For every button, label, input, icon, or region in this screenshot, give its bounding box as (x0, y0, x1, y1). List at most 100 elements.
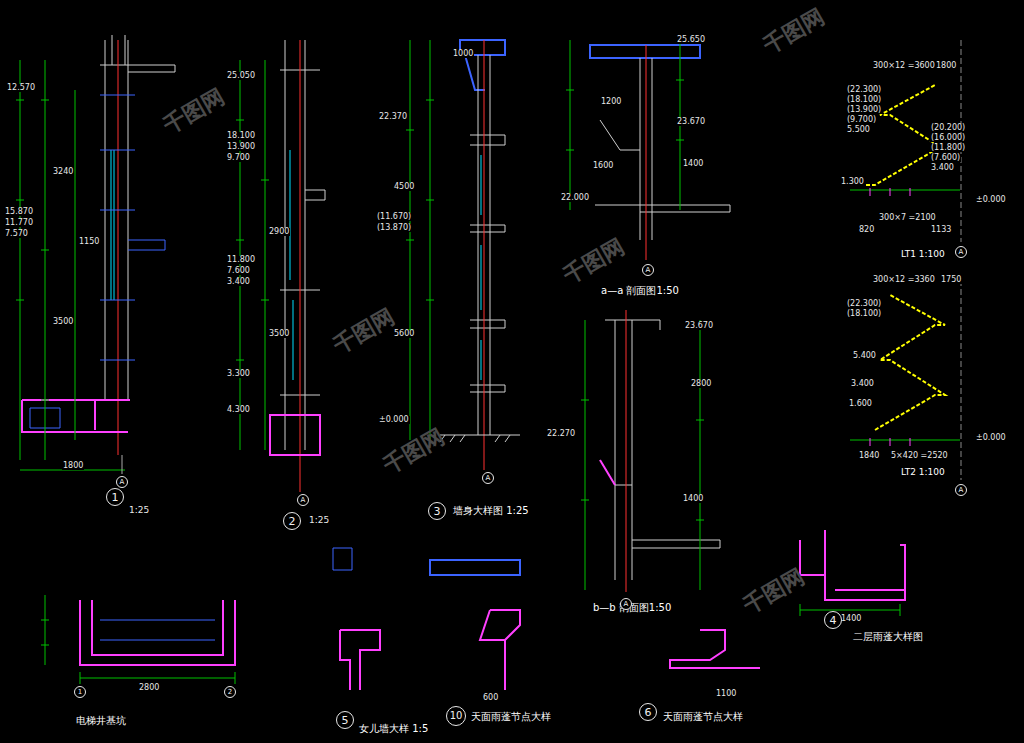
dimension-text: 7.570 (4, 230, 29, 238)
watermark: 千图网 (379, 424, 449, 477)
dimension-text: 22.370 (378, 113, 408, 121)
callout-text: 2 (289, 516, 296, 527)
dimension-text: 1800 (935, 62, 957, 70)
dimension-text: ±0.000 (378, 416, 410, 424)
axis-bubble: A (116, 476, 128, 488)
dimension-text: 12.570 (6, 84, 36, 92)
wall-section-3 (406, 40, 520, 470)
callout-text: A (646, 267, 651, 274)
dimension-text: 600 (482, 694, 499, 702)
callout-text: A (486, 475, 491, 482)
dimension-text: 1.300 (840, 178, 865, 186)
dimension-text: (18.100) (846, 310, 882, 318)
dimension-text: (22.300) (846, 86, 882, 94)
axis-bubble: A (620, 598, 632, 610)
axis-bubble: 1 (74, 686, 86, 698)
dimension-text: 3500 (268, 330, 290, 338)
dimension-text: 1133 (930, 226, 952, 234)
callout-text: 6 (645, 707, 652, 718)
callout-text: 10 (450, 711, 463, 721)
drawing-title: 女儿墙大样 1:5 (358, 724, 429, 734)
dimension-text: ±0.000 (975, 196, 1007, 204)
dimension-text: ±0.000 (975, 434, 1007, 442)
dimension-text: (11.800) (930, 144, 966, 152)
callout-circle: 1 (106, 488, 124, 506)
drawing-title: 天面雨蓬节点大样 (470, 712, 552, 722)
callout-text: A (959, 249, 964, 256)
dimension-text: 1000 (452, 50, 474, 58)
dimension-text: (9.700) (846, 116, 877, 124)
dimension-text: 300×7 =2100 (878, 214, 937, 222)
dimension-text: 11.770 (4, 219, 34, 227)
section-b-b (581, 310, 720, 592)
dimension-text: 1840 (858, 452, 880, 460)
dimension-text: 25.650 (676, 36, 706, 44)
watermark: 千图网 (759, 4, 829, 57)
wall-section-2 (236, 40, 325, 492)
wall-section-1 (16, 35, 175, 474)
dimension-text: 11.800 (226, 256, 256, 264)
drawing-title: 二层雨蓬大样图 (852, 632, 924, 642)
callout-circle: 6 (639, 703, 657, 721)
axis-bubble: A (642, 264, 654, 276)
dimension-text: (13.900) (846, 106, 882, 114)
dimension-text: 13.900 (226, 143, 256, 151)
dimension-text: 23.670 (684, 322, 714, 330)
dimension-text: 22.270 (546, 430, 576, 438)
dimension-text: 7.600 (226, 267, 251, 275)
callout-circle: 10 (446, 706, 466, 726)
callout-text: 5 (342, 715, 349, 726)
drawing-title: LT2 1:100 (900, 468, 946, 477)
dimension-text: 2800 (138, 684, 160, 692)
detail-drawings (41, 530, 905, 690)
dimension-text: 25.050 (226, 72, 256, 80)
drawing-title: 1:25 (128, 506, 150, 515)
callout-text: 4 (830, 615, 837, 626)
dimension-text: 5×420 =2520 (890, 452, 949, 460)
drawing-title: b—b 剖面图1:50 (592, 603, 672, 613)
dimension-text: 2800 (690, 380, 712, 388)
dimension-text: 3500 (52, 318, 74, 326)
axis-bubble: A (482, 472, 494, 484)
watermark: 千图网 (159, 84, 229, 137)
dimension-text: 5.400 (852, 352, 877, 360)
dimension-text: (22.300) (846, 300, 882, 308)
dimension-text: 1400 (840, 615, 862, 623)
drawing-title: 1:25 (308, 516, 330, 525)
dimension-text: 1400 (682, 495, 704, 503)
drawing-title: 墙身大样图 1:25 (452, 506, 530, 516)
dimension-text: 22.000 (560, 194, 590, 202)
callout-circle: 4 (824, 611, 842, 629)
dimension-text: 1600 (592, 162, 614, 170)
callout-circle: 3 (428, 502, 446, 520)
dimension-text: (13.870) (376, 224, 412, 232)
dimension-text: 1200 (600, 98, 622, 106)
drawing-title: 电梯井基坑 (75, 716, 127, 726)
callout-text: A (301, 497, 306, 504)
callout-text: A (959, 487, 964, 494)
axis-bubble: A (297, 494, 309, 506)
callout-text: 1 (112, 492, 119, 503)
watermark: 千图网 (329, 304, 399, 357)
drawing-title: 天面雨蓬节点大样 (662, 712, 744, 722)
dimension-text: 5600 (393, 330, 415, 338)
drawing-title: LT1 1:100 (900, 250, 946, 259)
callout-text: A (120, 479, 125, 486)
dimension-text: 4.300 (226, 406, 251, 414)
dimension-text: 820 (858, 226, 875, 234)
dimension-text: (16.000) (930, 134, 966, 142)
dimension-text: 18.100 (226, 132, 256, 140)
dimension-text: (7.600) (930, 154, 961, 162)
callout-text: 2 (228, 689, 232, 696)
callout-circle: 2 (283, 512, 301, 530)
dimension-text: (20.200) (930, 124, 966, 132)
watermark: 千图网 (559, 234, 629, 287)
drawing-title: a—a 剖面图1:50 (600, 286, 680, 296)
callout-text: 1 (78, 689, 82, 696)
dimension-text: 5.500 (846, 126, 871, 134)
dimension-text: 3.400 (226, 278, 251, 286)
dimension-text: 9.700 (226, 154, 251, 162)
dimension-text: 1.600 (848, 400, 873, 408)
callout-text: A (624, 601, 629, 608)
callout-circle: 5 (336, 711, 354, 729)
